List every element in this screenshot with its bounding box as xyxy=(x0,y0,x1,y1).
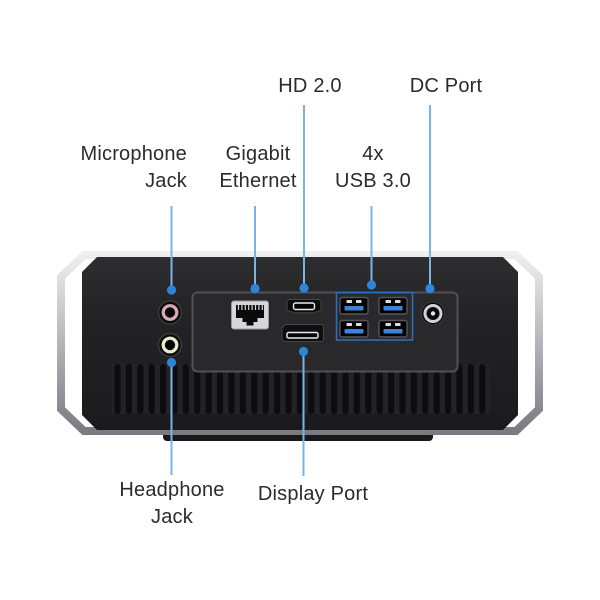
ethernet-pins xyxy=(237,305,263,310)
hdmi-callout-dot xyxy=(299,283,309,293)
microphone-jack-label: Microphone Jack xyxy=(80,141,187,195)
usb-port-group xyxy=(335,291,414,341)
displayport-port xyxy=(281,324,324,342)
dc-port-label: DC Port xyxy=(409,75,483,97)
usb-port-top-left xyxy=(339,296,369,315)
display-port-label: Display Port xyxy=(257,483,369,505)
callout-lines xyxy=(170,105,431,476)
microphone-jack-port xyxy=(157,300,183,325)
usb-label: 4x USB 3.0 xyxy=(335,141,411,195)
dc-callout-dot xyxy=(425,283,435,294)
headphone-jack-label-line1: Headphone xyxy=(119,479,225,501)
gigabit-ethernet-label: Gigabit Ethernet xyxy=(219,141,296,195)
ethernet-callout-dot xyxy=(250,283,260,294)
usb-callout-dot xyxy=(366,280,377,290)
headphone-jack-port xyxy=(157,332,183,358)
displayport-callout-dot xyxy=(298,346,309,357)
silver-frame xyxy=(57,251,543,435)
usb-label-line2: USB 3.0 xyxy=(335,170,411,192)
microphone-jack-label-line1: Microphone xyxy=(80,143,187,165)
microphone-jack-label-line2: Jack xyxy=(145,170,187,192)
microphone-callout-dot xyxy=(166,285,177,295)
headphone-callout-dot xyxy=(166,357,177,368)
usb-label-line1: 4x xyxy=(362,143,384,165)
hdmi-label: HD 2.0 xyxy=(278,75,342,97)
usb-port-bottom-right xyxy=(378,319,408,338)
callout-dots xyxy=(166,280,435,368)
usb-port-bottom-left xyxy=(339,319,369,338)
headphone-jack-label: Headphone Jack xyxy=(119,477,224,531)
hdmi-port xyxy=(286,299,322,314)
ethernet-port xyxy=(231,300,269,330)
headphone-jack-label-line2: Jack xyxy=(151,506,193,528)
gigabit-ethernet-label-line1: Gigabit xyxy=(225,143,291,165)
dc-power-port xyxy=(421,301,445,326)
usb-port-top-right xyxy=(378,296,408,315)
gigabit-ethernet-label-line2: Ethernet xyxy=(219,170,297,192)
